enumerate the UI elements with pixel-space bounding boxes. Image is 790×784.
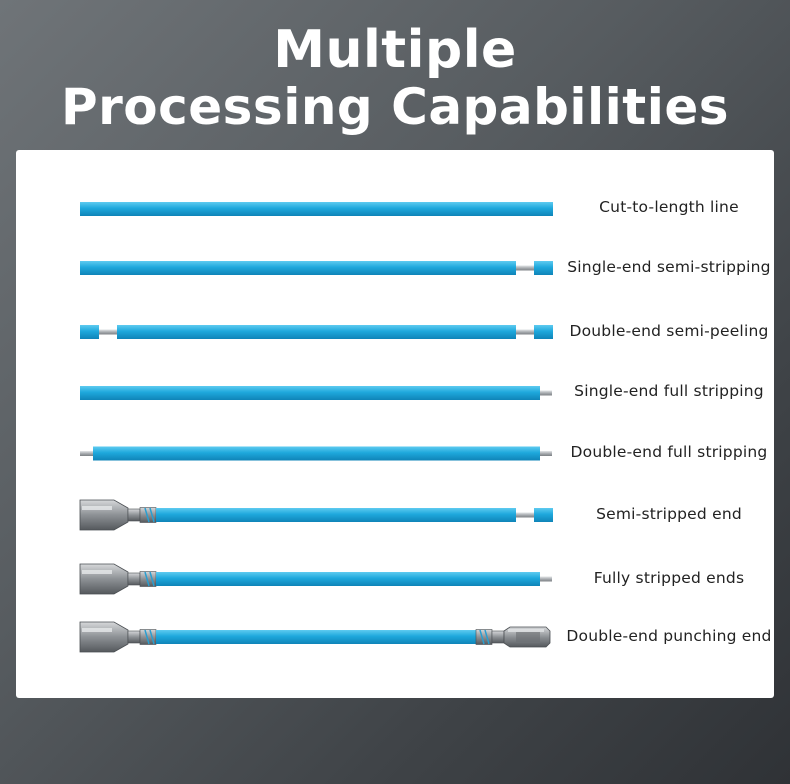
process-row-cut-to-length: Cut-to-length line bbox=[16, 193, 774, 223]
process-row-fully-stripped-ends: Fully stripped ends bbox=[16, 563, 774, 595]
single-end-full-stripping-wire-icon bbox=[80, 386, 552, 400]
single-end-semi-stripping-wire-icon bbox=[80, 261, 553, 275]
page-title-line-2: Processing Capabilities bbox=[60, 78, 730, 136]
semi-stripped-end-wire-icon bbox=[79, 499, 553, 531]
process-label: Double-end punching end bbox=[566, 627, 772, 645]
process-row-semi-stripped-end: Semi-stripped end bbox=[16, 499, 774, 531]
process-label: Double-end semi-peeling bbox=[569, 322, 769, 340]
process-label: Fully stripped ends bbox=[593, 569, 745, 587]
double-end-punching-end-wire-icon bbox=[79, 621, 551, 653]
double-end-semi-peeling-wire-icon bbox=[80, 325, 553, 339]
cut-to-length-wire-icon bbox=[80, 202, 553, 216]
page-title-line-1: Multiple bbox=[273, 20, 517, 80]
process-panel: Cut-to-length line Single-end semi-strip… bbox=[16, 150, 774, 698]
fully-stripped-ends-wire-icon bbox=[79, 563, 552, 595]
process-row-single-end-full-stripping: Single-end full stripping bbox=[16, 377, 774, 407]
process-row-double-end-full-stripping: Double-end full stripping bbox=[16, 438, 774, 468]
double-end-full-stripping-wire-icon bbox=[80, 446, 552, 461]
process-row-double-end-punching-end: Double-end punching end bbox=[16, 621, 774, 653]
process-label: Cut-to-length line bbox=[599, 198, 739, 216]
process-row-double-end-semi-peeling: Double-end semi-peeling bbox=[16, 317, 774, 347]
process-label: Semi-stripped end bbox=[596, 505, 742, 523]
process-label: Single-end full stripping bbox=[574, 382, 764, 400]
process-row-single-end-semi-stripping: Single-end semi-stripping bbox=[16, 253, 774, 283]
process-label: Single-end semi-stripping bbox=[567, 258, 771, 276]
process-label: Double-end full stripping bbox=[570, 443, 768, 461]
